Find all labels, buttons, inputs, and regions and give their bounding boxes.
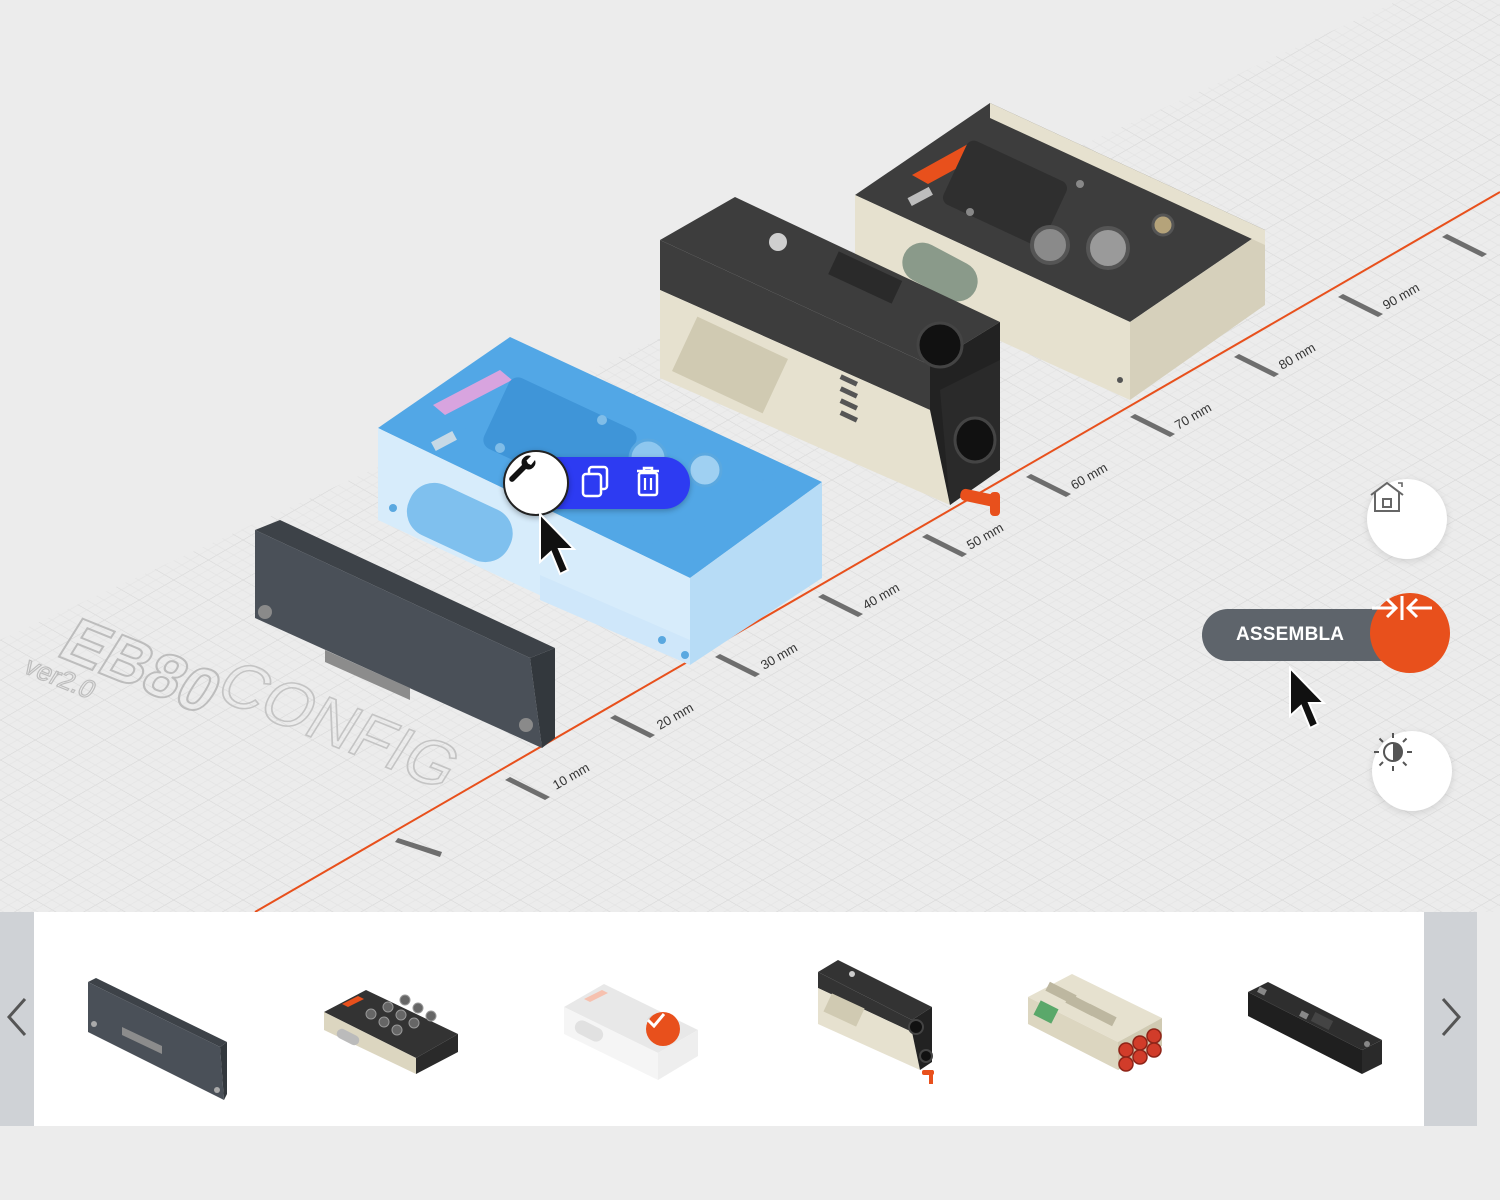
duplicate-button[interactable] <box>580 465 620 501</box>
lighting-toggle-button[interactable] <box>1372 731 1452 811</box>
palette-item-electrical-module[interactable] <box>558 952 738 1102</box>
assemble-label: ASSEMBLA <box>1236 624 1345 645</box>
palette-item-solenoid-valve[interactable] <box>1242 952 1422 1102</box>
3d-viewport[interactable]: 10 mm 20 mm 30 mm 40 mm 50 mm 60 mm 70 m… <box>0 0 1500 912</box>
module-valve-base[interactable] <box>660 197 1001 516</box>
palette-next-button[interactable] <box>1424 912 1477 1126</box>
ruler-line <box>254 191 1500 912</box>
chevron-right-icon <box>1437 995 1465 1044</box>
palette-strip <box>34 912 1424 1126</box>
chevron-left-icon <box>5 995 29 1044</box>
palette-item-valve-base[interactable] <box>812 952 992 1102</box>
palette-item-io-module[interactable] <box>316 952 496 1102</box>
edit-button[interactable] <box>503 450 569 516</box>
selected-indicator <box>646 1012 680 1046</box>
component-palette <box>0 912 1500 1126</box>
palette-item-pneumatic-supply[interactable] <box>1022 952 1202 1102</box>
ruler-ticks <box>395 234 1487 857</box>
palette-prev-button[interactable] <box>0 912 34 1126</box>
module-io-connector[interactable] <box>855 103 1265 400</box>
assemble-button[interactable] <box>1370 593 1450 673</box>
delete-button[interactable] <box>634 465 674 501</box>
home-view-button[interactable] <box>1367 479 1447 559</box>
viewport-scene: 10 mm 20 mm 30 mm 40 mm 50 mm 60 mm 70 m… <box>0 0 1500 912</box>
palette-item-end-plate[interactable] <box>82 952 262 1102</box>
module-end-plate[interactable] <box>255 520 555 748</box>
